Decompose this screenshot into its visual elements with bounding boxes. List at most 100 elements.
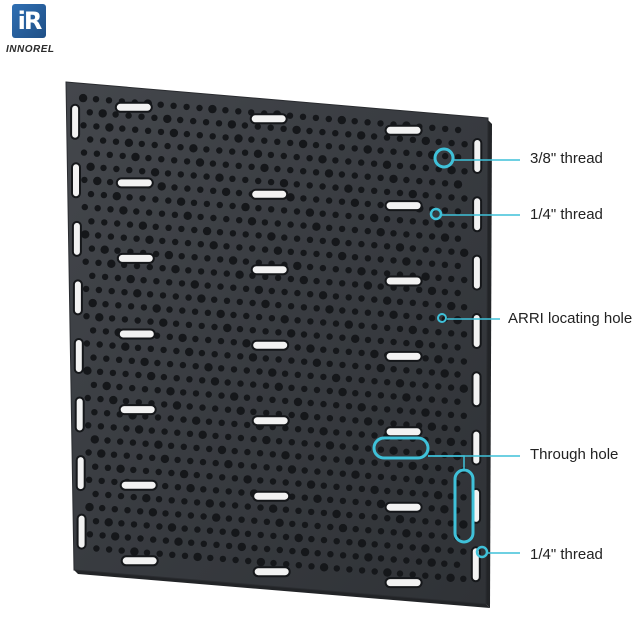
- hole: [235, 108, 242, 115]
- hole: [147, 345, 154, 352]
- hole: [287, 303, 295, 310]
- hole: [203, 173, 210, 180]
- hole: [383, 215, 391, 223]
- hole: [422, 518, 429, 525]
- hole: [242, 258, 250, 265]
- hole: [454, 262, 461, 270]
- hole: [460, 575, 467, 582]
- hole: [160, 373, 168, 381]
- hole: [97, 395, 104, 403]
- horizontal-slot: [252, 490, 291, 502]
- hole: [295, 562, 302, 569]
- hole: [345, 294, 352, 301]
- hole: [255, 232, 262, 239]
- hole: [152, 196, 159, 203]
- hole: [326, 279, 333, 286]
- horizontal-slot: [384, 501, 423, 513]
- edge-slot-right: [472, 138, 483, 174]
- hole: [434, 573, 442, 580]
- hole: [106, 178, 114, 186]
- hole: [274, 274, 282, 282]
- hole: [237, 353, 244, 360]
- hole: [390, 366, 397, 373]
- hole: [338, 523, 348, 533]
- hole: [327, 551, 334, 558]
- hole: [210, 214, 217, 222]
- hole: [183, 158, 191, 165]
- hole: [162, 482, 169, 490]
- hole: [319, 128, 326, 136]
- horizontal-slot: [118, 404, 157, 416]
- hole: [166, 387, 175, 396]
- hole: [263, 545, 271, 553]
- hole: [352, 390, 359, 397]
- hole: [152, 304, 161, 313]
- hole: [217, 283, 224, 290]
- hole: [202, 119, 210, 126]
- hole: [118, 547, 125, 554]
- horizontal-slot: [384, 577, 423, 589]
- hole: [229, 148, 236, 155]
- hole: [389, 310, 398, 319]
- hole: [185, 347, 194, 357]
- hole: [171, 211, 179, 218]
- hole: [104, 437, 111, 444]
- hole: [421, 544, 430, 553]
- hole: [221, 187, 231, 197]
- hole: [269, 478, 277, 485]
- hole: [313, 250, 320, 258]
- hole: [275, 518, 284, 527]
- hole: [257, 477, 264, 484]
- hole: [421, 408, 430, 417]
- hole: [428, 532, 435, 539]
- hole: [203, 146, 210, 153]
- hole: [275, 438, 283, 445]
- hole: [135, 371, 142, 379]
- hole: [180, 416, 187, 423]
- hole: [352, 498, 359, 506]
- edge-slot-left: [72, 279, 83, 316]
- hole: [235, 162, 242, 169]
- hole: [396, 461, 404, 469]
- hole: [358, 458, 366, 465]
- hole: [376, 499, 386, 509]
- hole: [364, 309, 372, 316]
- hole: [200, 486, 207, 493]
- hole: [103, 410, 111, 417]
- hole: [216, 229, 224, 236]
- hole: [364, 336, 372, 344]
- hole: [447, 384, 455, 391]
- hole: [358, 213, 365, 221]
- hole: [166, 333, 173, 340]
- hole: [138, 140, 145, 148]
- hole: [228, 256, 238, 265]
- hole: [396, 298, 404, 305]
- hole: [146, 291, 154, 298]
- hole: [193, 499, 201, 506]
- hole: [454, 425, 461, 433]
- hole: [268, 315, 276, 322]
- hole: [333, 402, 340, 409]
- hole: [151, 141, 158, 149]
- hole: [137, 535, 144, 542]
- hole: [204, 309, 212, 316]
- hole: [288, 384, 295, 391]
- hole: [288, 493, 296, 500]
- hole: [196, 132, 203, 139]
- hole: [122, 370, 129, 378]
- hole: [109, 369, 117, 377]
- hole: [120, 234, 128, 241]
- horizontal-slot: [114, 101, 153, 113]
- hole: [107, 233, 115, 240]
- hole: [262, 355, 269, 362]
- hole: [396, 325, 404, 333]
- highlight-arri-hole: [437, 313, 447, 323]
- hole: [98, 109, 107, 118]
- hole: [371, 405, 378, 412]
- hole: [429, 124, 436, 131]
- hole: [325, 115, 332, 123]
- hole: [219, 528, 226, 535]
- hole: [112, 138, 120, 145]
- hole: [185, 321, 193, 328]
